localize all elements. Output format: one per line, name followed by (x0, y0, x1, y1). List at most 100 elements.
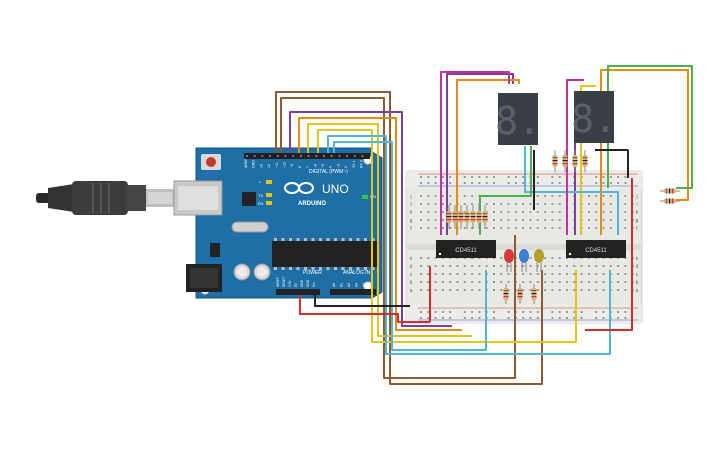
breadboard-hole[interactable] (536, 273, 539, 275)
breadboard-hole[interactable] (471, 176, 474, 178)
breadboard-hole[interactable] (551, 257, 554, 259)
breadboard-hole[interactable] (420, 195, 422, 197)
breadboard-hole[interactable] (485, 265, 488, 267)
breadboard-hole[interactable] (471, 182, 474, 184)
breadboard-hole[interactable] (463, 273, 466, 275)
breadboard-hole[interactable] (456, 281, 459, 283)
breadboard-hole[interactable] (529, 265, 532, 267)
breadboard-hole[interactable] (493, 281, 495, 283)
breadboard-hole[interactable] (551, 265, 554, 267)
breadboard-hole[interactable] (471, 317, 474, 319)
breadboard-hole[interactable] (507, 273, 510, 275)
header-pin[interactable] (253, 155, 256, 157)
breadboard-hole[interactable] (522, 203, 525, 205)
breadboard-hole[interactable] (449, 317, 452, 319)
breadboard-hole[interactable] (478, 289, 481, 291)
breadboard-hole[interactable] (536, 211, 539, 213)
breadboard-hole[interactable] (463, 281, 466, 283)
breadboard-hole[interactable] (514, 176, 517, 178)
breadboard-hole[interactable] (587, 265, 590, 267)
breadboard-hole[interactable] (602, 182, 605, 184)
breadboard-hole[interactable] (609, 195, 612, 197)
breadboard-hole[interactable] (427, 317, 430, 319)
breadboard-hole[interactable] (580, 311, 583, 313)
breadboard-hole[interactable] (485, 227, 488, 229)
breadboard-hole[interactable] (624, 219, 627, 221)
breadboard-hole[interactable] (507, 203, 510, 205)
breadboard-hole[interactable] (514, 219, 517, 221)
breadboard-hole[interactable] (507, 265, 510, 267)
breadboard-hole[interactable] (529, 317, 532, 319)
breadboard-hole[interactable] (522, 311, 525, 313)
breadboard-hole[interactable] (551, 273, 554, 275)
header-pin[interactable] (361, 155, 364, 157)
breadboard-hole[interactable] (573, 281, 576, 283)
header-pin[interactable] (346, 155, 349, 157)
breadboard-hole[interactable] (558, 203, 561, 205)
breadboard-hole[interactable] (536, 182, 539, 184)
breadboard-hole[interactable] (420, 273, 422, 275)
breadboard-hole[interactable] (609, 219, 612, 221)
breadboard-hole[interactable] (478, 176, 481, 178)
breadboard-hole[interactable] (624, 203, 627, 205)
breadboard-hole[interactable] (522, 265, 525, 267)
breadboard-hole[interactable] (493, 317, 495, 319)
breadboard-hole[interactable] (420, 311, 422, 313)
breadboard-hole[interactable] (420, 257, 422, 259)
breadboard-hole[interactable] (595, 281, 598, 283)
breadboard-hole[interactable] (573, 317, 576, 319)
breadboard-hole[interactable] (500, 289, 503, 291)
breadboard-hole[interactable] (500, 257, 503, 259)
breadboard-hole[interactable] (441, 265, 444, 267)
breadboard-hole[interactable] (544, 265, 547, 267)
breadboard-hole[interactable] (500, 265, 503, 267)
breadboard-hole[interactable] (434, 227, 437, 229)
breadboard-hole[interactable] (493, 211, 495, 213)
breadboard-hole[interactable] (500, 227, 503, 229)
breadboard-hole[interactable] (617, 281, 620, 283)
breadboard-hole[interactable] (551, 203, 554, 205)
breadboard-hole[interactable] (573, 311, 576, 313)
breadboard-hole[interactable] (485, 182, 488, 184)
breadboard-hole[interactable] (463, 182, 466, 184)
breadboard-hole[interactable] (587, 203, 590, 205)
breadboard-hole[interactable] (420, 281, 422, 283)
breadboard-hole[interactable] (624, 176, 627, 178)
breadboard-hole[interactable] (522, 273, 525, 275)
breadboard-hole[interactable] (441, 203, 444, 205)
breadboard-hole[interactable] (617, 176, 620, 178)
breadboard-hole[interactable] (427, 176, 430, 178)
breadboard-hole[interactable] (624, 195, 627, 197)
breadboard-hole[interactable] (434, 203, 437, 205)
breadboard-hole[interactable] (471, 289, 474, 291)
chip-cd4511-left[interactable]: CD4511 (436, 240, 496, 258)
breadboard-hole[interactable] (456, 265, 459, 267)
breadboard-hole[interactable] (551, 182, 554, 184)
breadboard-hole[interactable] (420, 317, 422, 319)
breadboard-hole[interactable] (580, 273, 583, 275)
breadboard-hole[interactable] (507, 219, 510, 221)
breadboard-hole[interactable] (624, 273, 627, 275)
breadboard-hole[interactable] (609, 176, 612, 178)
breadboard-hole[interactable] (566, 289, 568, 291)
breadboard-hole[interactable] (609, 203, 612, 205)
breadboard-hole[interactable] (500, 219, 503, 221)
breadboard-hole[interactable] (558, 257, 561, 259)
breadboard-hole[interactable] (441, 182, 444, 184)
header-pin[interactable] (307, 155, 310, 157)
breadboard-hole[interactable] (427, 257, 430, 259)
breadboard-hole[interactable] (609, 211, 612, 213)
breadboard-hole[interactable] (602, 281, 605, 283)
breadboard-hole[interactable] (471, 203, 474, 205)
breadboard-hole[interactable] (449, 227, 452, 229)
breadboard-hole[interactable] (434, 195, 437, 197)
breadboard-hole[interactable] (427, 195, 430, 197)
breadboard-hole[interactable] (427, 203, 430, 205)
breadboard-hole[interactable] (624, 265, 627, 267)
breadboard-hole[interactable] (420, 176, 422, 178)
breadboard-hole[interactable] (434, 281, 437, 283)
breadboard-hole[interactable] (507, 211, 510, 213)
breadboard-hole[interactable] (602, 219, 605, 221)
breadboard-hole[interactable] (420, 289, 422, 291)
breadboard-hole[interactable] (441, 289, 444, 291)
